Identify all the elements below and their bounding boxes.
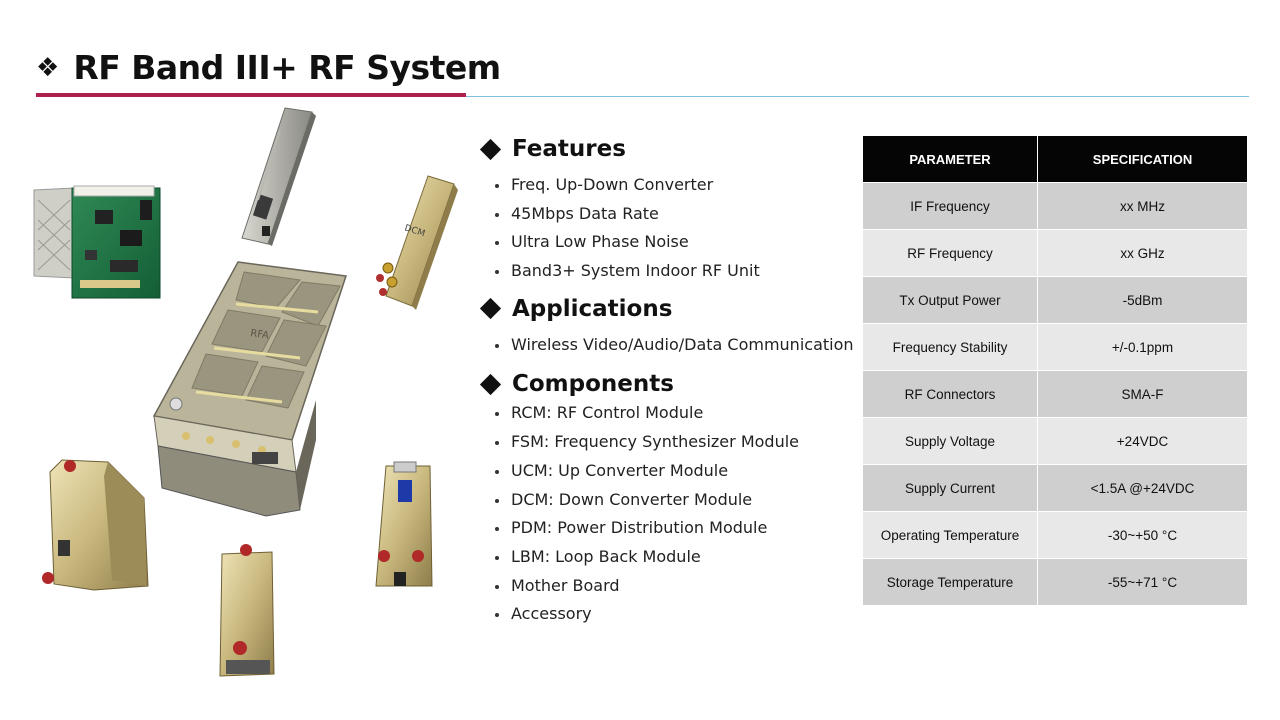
list-item: UCM: Up Converter Module: [478, 457, 858, 486]
param-cell: Operating Temperature: [862, 511, 1038, 559]
features-heading: Features: [478, 134, 858, 164]
table-row: RF Frequency xx GHz: [862, 229, 1248, 277]
components-list: RCM: RF Control Module FSM: Frequency Sy…: [478, 399, 858, 629]
list-item: LBM: Loop Back Module: [478, 543, 858, 572]
param-cell: Tx Output Power: [862, 276, 1038, 324]
param-cell: RF Frequency: [862, 229, 1038, 277]
slim-module-photo: [241, 107, 316, 246]
value-cell: +24VDC: [1037, 417, 1248, 465]
param-cell: Supply Current: [862, 464, 1038, 512]
value-cell: -55~+71 °C: [1037, 558, 1248, 606]
module-right-photo: [375, 461, 433, 587]
four-diamond-icon: ❖: [36, 52, 60, 82]
applications-list: Wireless Video/Audio/Data Communication: [478, 331, 858, 360]
list-item: FSM: Frequency Synthesizer Module: [478, 428, 858, 457]
list-item: DCM: Down Converter Module: [478, 486, 858, 515]
table-row: Operating Temperature -30~+50 °C: [862, 511, 1248, 559]
page-title: RF Band III+ RF System: [73, 48, 501, 87]
value-cell: xx GHz: [1037, 229, 1248, 277]
features-list: Freq. Up-Down Converter 45Mbps Data Rate…: [478, 171, 858, 286]
product-photo-collage: DCM RFA: [0, 100, 470, 700]
list-item: RCM: RF Control Module: [478, 399, 858, 428]
spec-table: PARAMETER SPECIFICATION IF Frequency xx …: [862, 135, 1248, 606]
header-divider: [466, 95, 1249, 97]
param-cell: Supply Voltage: [862, 417, 1038, 465]
table-row: Supply Current <1.5A @+24VDC: [862, 464, 1248, 512]
column-header-specification: SPECIFICATION: [1037, 135, 1248, 183]
value-cell: <1.5A @+24VDC: [1037, 464, 1248, 512]
pcb-board-photo: [33, 185, 161, 299]
list-item: 45Mbps Data Rate: [478, 200, 858, 229]
module-bottom-center-photo: [219, 544, 275, 677]
module-bottom-left-photo: [42, 459, 149, 591]
list-item: Band3+ System Indoor RF Unit: [478, 257, 858, 286]
list-item: Mother Board: [478, 572, 858, 601]
table-row: IF Frequency xx MHz: [862, 182, 1248, 230]
diamond-bullet-icon: [479, 373, 502, 396]
table-header-row: PARAMETER SPECIFICATION: [862, 135, 1248, 183]
title-row: ❖ RF Band III+ RF System: [36, 48, 501, 87]
value-cell: +/-0.1ppm: [1037, 323, 1248, 371]
list-item: Accessory: [478, 600, 858, 629]
param-cell: IF Frequency: [862, 182, 1038, 230]
value-cell: xx MHz: [1037, 182, 1248, 230]
list-item: PDM: Power Distribution Module: [478, 514, 858, 543]
param-cell: RF Connectors: [862, 370, 1038, 418]
table-row: Frequency Stability +/-0.1ppm: [862, 323, 1248, 371]
table-row: Storage Temperature -55~+71 °C: [862, 558, 1248, 606]
diamond-bullet-icon: [479, 138, 502, 160]
table-row: Supply Voltage +24VDC: [862, 417, 1248, 465]
title-underline: [36, 93, 466, 97]
value-cell: -5dBm: [1037, 276, 1248, 324]
value-cell: -30~+50 °C: [1037, 511, 1248, 559]
info-column: Features Freq. Up-Down Converter 45Mbps …: [478, 134, 858, 629]
components-heading: Components: [478, 369, 858, 399]
list-item: Freq. Up-Down Converter: [478, 171, 858, 200]
column-header-parameter: PARAMETER: [862, 135, 1038, 183]
list-item: Ultra Low Phase Noise: [478, 228, 858, 257]
param-cell: Frequency Stability: [862, 323, 1038, 371]
diamond-bullet-icon: [479, 298, 502, 320]
value-cell: SMA-F: [1037, 370, 1248, 418]
rfa-label: RFA: [250, 328, 270, 342]
param-cell: Storage Temperature: [862, 558, 1038, 606]
applications-heading: Applications: [478, 294, 858, 324]
dcm-module-photo: DCM: [376, 175, 458, 310]
rfa-chassis-photo: RFA: [152, 261, 347, 517]
table-row: RF Connectors SMA-F: [862, 370, 1248, 418]
list-item: Wireless Video/Audio/Data Communication: [478, 331, 858, 360]
product-photos: DCM RFA: [33, 107, 458, 677]
table-row: Tx Output Power -5dBm: [862, 276, 1248, 324]
